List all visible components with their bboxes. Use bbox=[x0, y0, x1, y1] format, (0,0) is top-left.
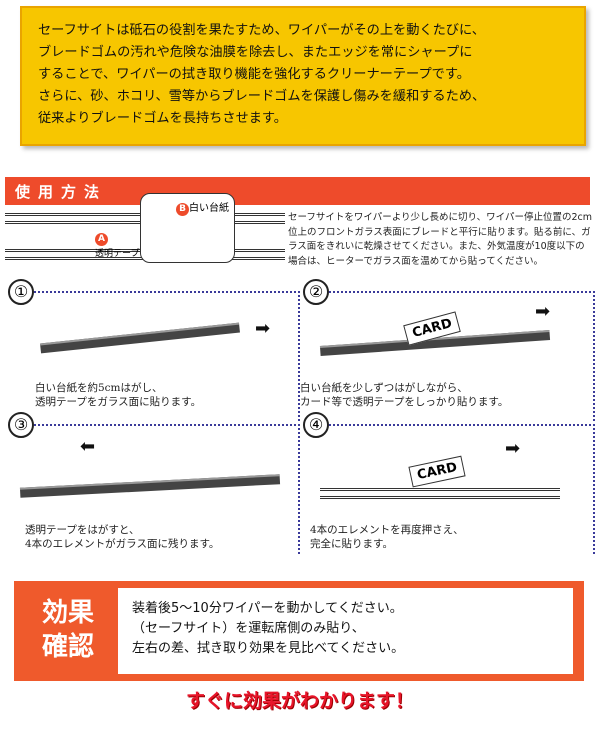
caption: 完全に貼ります。 bbox=[310, 538, 393, 550]
step-number: ④ bbox=[303, 412, 329, 438]
intro-line: セーフサイトは砥石の役割を果たすため、ワイパーがその上を動くたびに、 bbox=[38, 23, 485, 38]
arrow-right-icon: ➡ bbox=[505, 438, 521, 459]
step-4: ④ CARD ➡ 4本のエレメントを再度押さえ、完全に貼ります。 bbox=[303, 412, 595, 554]
caption: 透明テープをはがすと、 bbox=[25, 524, 140, 536]
intro-line: 従来よりブレードゴムを長持ちさせます。 bbox=[38, 111, 287, 126]
wiper-blade bbox=[19, 474, 281, 498]
label-b: B bbox=[176, 203, 189, 216]
intro-line: さらに、砂、ホコリ、雪等からブレードゴムを保護し傷みを緩和するため、 bbox=[38, 89, 486, 104]
caption: 透明テープをガラス面に貼ります。 bbox=[35, 396, 202, 408]
step-3: ③ ⬅ 透明テープをはがすと、 4本のエレメントがガラス面に残ります。 bbox=[8, 412, 300, 554]
effect-line: 左右の差、拭き取り効果を見比べてください。 bbox=[132, 641, 405, 656]
tape-label: 透明テープ bbox=[95, 249, 140, 259]
effect-text: 装着後5～10分ワイパーを動かしてください。 （セーフサイト）を運転席側のみ貼り… bbox=[118, 588, 573, 674]
arrow-right-icon: ➡ bbox=[255, 318, 271, 339]
step-number: ② bbox=[303, 279, 329, 305]
intro-line: ブレードゴムの汚れや危険な油膜を除去し、またエッジを常にシャープに bbox=[38, 45, 473, 60]
arrow-right-icon: ➡ bbox=[535, 301, 551, 322]
step-1: ① ➡ 白い台紙を約5cmはがし、透明テープをガラス面に貼ります。 bbox=[8, 279, 300, 421]
badge-line: 確認 bbox=[41, 632, 94, 662]
caption: 4本のエレメントを再度押さえ、 bbox=[310, 524, 464, 536]
arrow-left-icon: ⬅ bbox=[80, 436, 96, 457]
tagline: すぐに効果がわかります！ bbox=[185, 690, 414, 712]
wiper-blade bbox=[40, 322, 240, 354]
effect-badge: 効果確認 bbox=[26, 590, 110, 674]
badge-line: 効果 bbox=[41, 598, 94, 628]
caption: 白い台紙を約5cmはがし、 bbox=[35, 382, 163, 394]
intro-box: セーフサイトは砥石の役割を果たすため、ワイパーがその上を動くたびに、 ブレードゴ… bbox=[20, 6, 586, 146]
card: CARD bbox=[408, 455, 466, 488]
caption: 白い台紙を少しずつはがしながら、 bbox=[300, 382, 468, 394]
label-a: A bbox=[95, 233, 108, 246]
howto-heading: 使用方法 bbox=[5, 177, 590, 205]
effect-box: 効果確認 装着後5～10分ワイパーを動かしてください。 （セーフサイト）を運転席… bbox=[14, 581, 584, 681]
step-2: ② CARD ➡ 白い台紙を少しずつはがしながら、カード等で透明テープをしっかり… bbox=[300, 279, 595, 421]
instructions-text: セーフサイトをワイパーより少し長めに切り、ワイパー停止位置の2cm位上のフロント… bbox=[288, 212, 593, 267]
paper-label: 白い台紙 bbox=[189, 203, 229, 214]
caption: カード等で透明テープをしっかり貼ります。 bbox=[300, 396, 509, 408]
step-number: ③ bbox=[8, 412, 34, 438]
intro-line: することで、ワイパーの拭き取り機能を強化するクリーナーテープです。 bbox=[38, 67, 470, 82]
effect-line: （セーフサイト）を運転席側のみ貼り、 bbox=[132, 621, 365, 636]
caption: 4本のエレメントがガラス面に残ります。 bbox=[25, 538, 220, 550]
effect-line: 装着後5～10分ワイパーを動かしてください。 bbox=[132, 601, 403, 616]
step-number: ① bbox=[8, 279, 34, 305]
